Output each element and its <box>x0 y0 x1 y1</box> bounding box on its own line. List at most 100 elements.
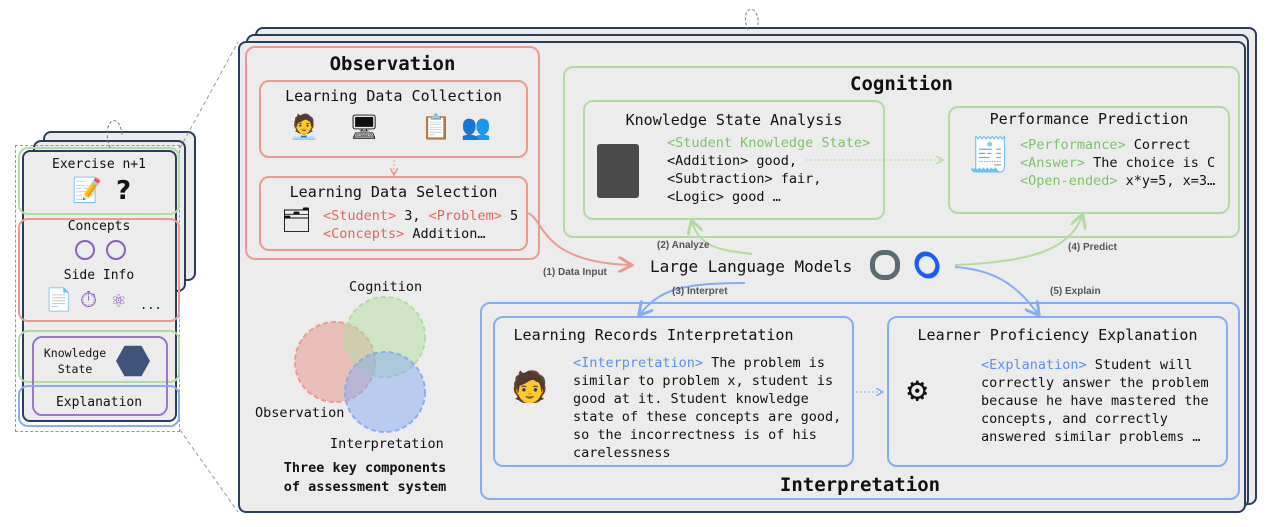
venn-interpretation-circle <box>344 351 426 433</box>
lri-first-line: <Interpretation> The problem is <box>573 354 825 372</box>
exercise-document-icon: 📝 <box>72 176 102 204</box>
stopwatch-icon: ⏱ <box>80 288 98 313</box>
student-value: 3, <box>396 208 429 224</box>
venn-caption-line-1: Three key components <box>283 460 447 476</box>
answer-tag: <Answer> <box>1020 155 1086 171</box>
lri-line: so the incorrectness is of his <box>573 427 817 443</box>
concepts-tag: <Concepts> <box>323 226 405 242</box>
selection-line-1: <Student> 3, <Problem> 5 <box>323 207 518 225</box>
network-icon: ⚛ <box>112 288 126 313</box>
main-front-card <box>238 41 1246 513</box>
pp-row: <Performance> Correct <box>1020 136 1191 154</box>
more-ellipsis: ... <box>140 298 162 312</box>
step-interpret-label: (3) Interpret <box>672 286 728 297</box>
online-class-icon: 🖥 <box>349 113 380 141</box>
ksa-line: <Addition> good, <box>667 153 798 169</box>
step-explain-label: (5) Explain <box>1050 286 1101 297</box>
left-exercise-region <box>18 147 180 215</box>
lri-line: good at it. Student knowledge <box>573 391 809 407</box>
performance-tag: <Performance> <box>1020 137 1126 153</box>
lpe-line: correctly answer the problem <box>981 375 1209 391</box>
lri-line: similar to problem x, student is <box>573 373 834 389</box>
left-ks-explanation-box <box>32 336 168 416</box>
lightbulb-icon <box>75 240 95 260</box>
lpe-first-text: Student will <box>1086 357 1193 373</box>
learner-proficiency-explanation-box: Learner Proficiency Explanation ⚙ <Expla… <box>887 316 1228 467</box>
analytics-gear-icon: ⚙ <box>907 370 928 410</box>
lpe-line: because he have mastered the <box>981 393 1209 409</box>
lpe-line: concepts, and correctly <box>981 411 1168 427</box>
venn-caption-line-2: of assessment system <box>283 479 447 495</box>
loop-arrow <box>106 8 759 149</box>
predict-arrow <box>954 216 1082 266</box>
checklist-icon: 🧾 <box>968 135 1011 175</box>
problem-value: 5 <box>501 208 519 224</box>
text-document-icon: 📄 <box>45 288 73 313</box>
observation-section: Observation <box>245 46 540 260</box>
left-exercise-label: Exercise n+1 <box>52 157 146 172</box>
left-explanation-region <box>18 385 180 427</box>
performance-prediction-box: Performance Prediction 🧾 <Performance> C… <box>948 106 1230 214</box>
venn-interpretation-label: Interpretation <box>330 436 444 452</box>
document-search-icon: 🗂 <box>281 206 312 234</box>
observation-title: Observation <box>329 53 456 75</box>
lpe-first-line: <Explanation> Student will <box>981 356 1192 374</box>
knowledge-state-analysis-box: Knowledge State Analysis <Student Knowle… <box>583 100 885 220</box>
lpe-line: answered similar problems … <box>981 429 1201 445</box>
lri-line: state of these concepts are good, <box>573 409 842 425</box>
open-ended-tag: <Open-ended> <box>1020 173 1118 189</box>
left-explanation-label: Explanation <box>55 395 143 410</box>
left-concepts-region <box>18 218 180 322</box>
lri-line: carelessness <box>573 445 671 461</box>
ksa-title: Knowledge State Analysis <box>625 111 843 129</box>
dashboard-icon <box>597 144 639 198</box>
interpretation-title: Interpretation <box>779 474 941 496</box>
answer-value: The choice is C <box>1085 155 1216 171</box>
learning-path-document-icon: 📋 <box>421 113 451 141</box>
collection-title: Learning Data Collection <box>285 87 502 105</box>
data-input-arrow <box>527 212 630 265</box>
ksa-tag: <Student Knowledge State> <box>667 135 871 151</box>
students-right-wrong-icon: 👥 <box>461 113 491 141</box>
student-survey-icon: 🧑‍💼 <box>289 113 319 141</box>
venn-observation-label: Observation <box>255 405 345 421</box>
llm-label: Large Language Models <box>650 257 853 276</box>
step-data-input-label: (1) Data Input <box>543 267 607 278</box>
learning-data-collection-box: Learning Data Collection 🧑‍💼 🖥 📋 👥 <box>259 80 528 158</box>
explanation-tag: <Explanation> <box>981 357 1087 373</box>
problem-tag: <Problem> <box>428 208 502 224</box>
ksa-line: <Subtraction> fair, <box>667 171 822 187</box>
learning-records-interpretation-box: Learning Records Interpretation 🧑 <Inter… <box>493 316 854 467</box>
left-knowledge-region <box>18 330 180 383</box>
lpe-title: Learner Proficiency Explanation <box>917 326 1198 344</box>
venn-caption: Three key components of assessment syste… <box>270 459 460 497</box>
analyze-arrow <box>692 222 753 255</box>
zoom-guide-line <box>179 41 239 513</box>
openai-logo-icon <box>870 250 900 280</box>
selection-line-2: <Concepts> Addition… <box>323 225 486 243</box>
ksa-line: <Logic> good … <box>667 189 781 205</box>
student-ab-choice-icon: 🧑 <box>511 370 549 405</box>
lri-title: Learning Records Interpretation <box>513 326 794 344</box>
venn-cognition-label: Cognition <box>349 279 423 295</box>
cognition-title: Cognition <box>850 73 953 95</box>
step-predict-label: (4) Predict <box>1068 242 1117 253</box>
left-knowledge-state-label: Knowledge State <box>43 346 107 376</box>
cognition-section: Cognition <box>563 66 1240 238</box>
pp-row: <Open-ended> x*y=5, x=3… <box>1020 172 1215 190</box>
question-mark-icon: ? <box>116 176 132 206</box>
lightbulb-icon <box>106 240 126 260</box>
concepts-value: Addition… <box>404 226 486 242</box>
selection-title: Learning Data Selection <box>289 183 498 201</box>
open-ended-value: x*y=5, x=3… <box>1117 173 1216 189</box>
pp-row: <Answer> The choice is C <box>1020 154 1215 172</box>
performance-value: Correct <box>1125 137 1191 153</box>
interpret-arrow <box>640 282 746 314</box>
student-tag: <Student> <box>323 208 397 224</box>
step-analyze-label: (2) Analyze <box>657 240 710 251</box>
left-concepts-label: Concepts <box>67 219 131 234</box>
lri-first-text: The problem is <box>703 355 825 371</box>
explain-arrow <box>954 266 1038 314</box>
left-student-card <box>22 150 177 422</box>
